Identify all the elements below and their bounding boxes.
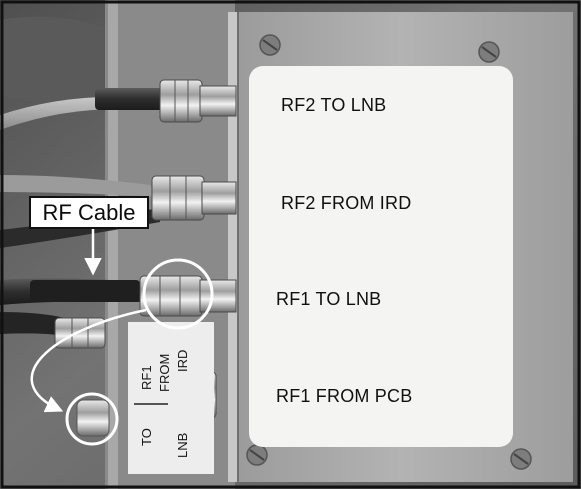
- module-box-edge: [228, 12, 238, 482]
- small-label-rf1: RF1: [139, 365, 154, 390]
- black-sleeve-top: [95, 88, 165, 110]
- screw-top-left: [259, 34, 281, 56]
- screw-top-right: [478, 41, 500, 63]
- housing-shadow: [0, 16, 110, 103]
- highlight-circle-unused-port: [65, 392, 119, 446]
- small-label-sheet: [128, 322, 214, 474]
- rf-cable-sleeve: [30, 280, 140, 302]
- highlight-circle-rf-cable-end: [142, 258, 214, 330]
- label-rf1-to-lnb: RF1 TO LNB: [276, 289, 382, 309]
- small-label-to: TO: [139, 428, 154, 446]
- small-label-lnb: LNB: [175, 432, 190, 458]
- label-sheet: [249, 66, 513, 447]
- black-cable-low: [0, 312, 65, 336]
- connector-rf1-to-lnb: [139, 275, 237, 317]
- connector-rf2-to-lnb: [159, 79, 237, 123]
- small-label-from: FROM: [157, 353, 172, 392]
- screw-bottom-left: [246, 444, 268, 466]
- label-rf2-from-ird: RF2 FROM IRD: [281, 193, 412, 213]
- screw-bottom-right: [510, 448, 532, 470]
- label-rf2-to-lnb: RF2 TO LNB: [281, 95, 387, 115]
- housing-left-edge: [108, 0, 118, 489]
- rf-cable-callout: RF Cable: [29, 196, 149, 229]
- connector-rf2-from-ird: [151, 175, 237, 221]
- grey-cable-mid: [0, 175, 160, 197]
- label-rf1-from-pcb: RF1 FROM PCB: [276, 386, 413, 406]
- unused-port: [76, 399, 110, 437]
- rf-cable-callout-label: RF Cable: [42, 199, 136, 225]
- small-label-ird: IRD: [175, 349, 190, 372]
- move-arrow: [30, 308, 147, 413]
